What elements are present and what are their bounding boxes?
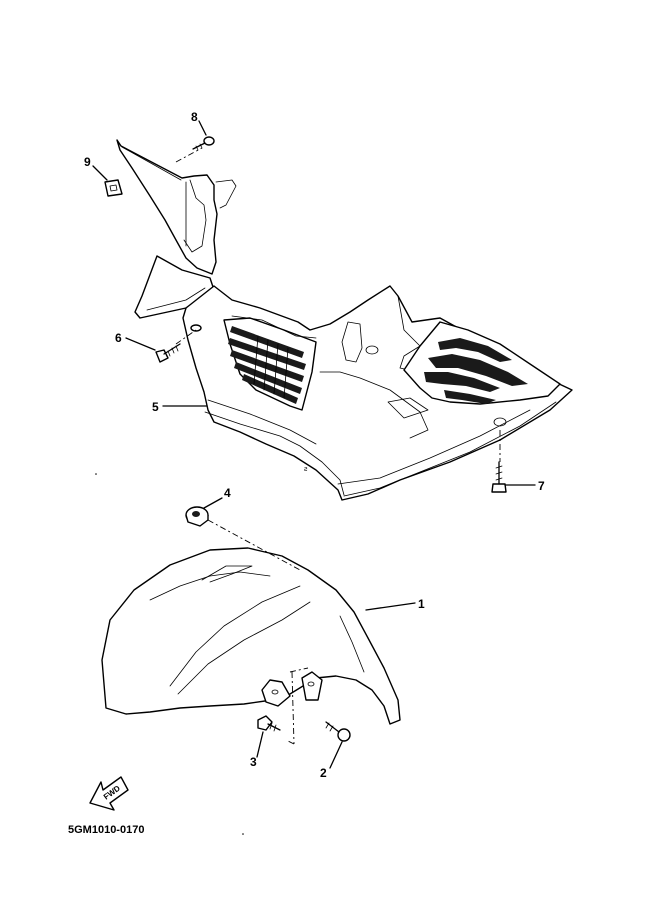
front-fender-part-1 (101, 547, 401, 745)
callout-1: 1 (418, 597, 425, 611)
callout-6: 6 (115, 331, 122, 345)
screw-part-2 (325, 721, 351, 742)
leader-lines (92, 120, 536, 769)
callout-7: 7 (538, 479, 545, 493)
callout-9: 9 (84, 155, 91, 169)
assembly-line-8 (175, 147, 203, 163)
callout-5: 5 (152, 400, 159, 414)
assembly-line-6 (175, 329, 197, 345)
bolt-part-3 (257, 715, 281, 732)
drawing-code: 5GM1010-0170 (68, 824, 144, 836)
svg-text:ƨ: ƨ (304, 466, 308, 473)
forward-arrow-icon: FWD (89, 776, 129, 811)
callout-2: 2 (320, 766, 327, 780)
callouts: 1 2 3 4 5 6 7 8 9 (84, 110, 545, 780)
footrest-board-part-5: ƨ (116, 139, 573, 501)
callout-3: 3 (250, 755, 257, 769)
grommet-part-4 (185, 506, 209, 527)
assembly-line-4 (207, 519, 301, 571)
screw-part-6 (155, 343, 181, 363)
screw-part-8 (192, 136, 215, 151)
callout-4: 4 (224, 486, 231, 500)
clip-nut-part-9 (104, 179, 123, 197)
screw-part-7 (491, 461, 507, 493)
callout-8: 8 (191, 110, 198, 124)
